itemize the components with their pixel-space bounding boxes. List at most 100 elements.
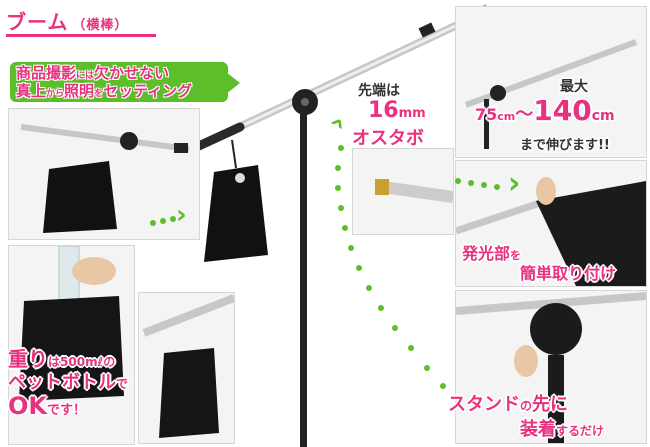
dot [455,178,461,184]
photo-bottle-weight [8,245,135,445]
dot [348,245,354,251]
photo-extension-art [464,39,638,149]
dot [356,265,362,271]
dot [160,218,166,224]
banner-text-2d: を [94,89,104,99]
length-tail: まで伸びます!! [520,138,610,153]
hand [536,177,556,205]
tip-caption-1: 先端は [358,83,400,99]
weight-line-3: OKです！ [8,392,86,420]
weight-text-c: 500mℓ [60,355,104,369]
length-from-unit: cm [497,110,516,123]
length-to: 140 [533,94,592,127]
stand-text-b: の [520,399,533,413]
dot [440,383,446,389]
dot [342,225,348,231]
tip-brass [375,179,389,195]
light-caption-2: 簡単取り付け [520,264,617,283]
photo-bag-hanging [138,292,235,444]
tip-bar [382,181,453,203]
dot [392,325,398,331]
tip-number: 16 [368,98,399,123]
photo-tip-stud [352,148,454,235]
dot [456,398,462,404]
photo-extension [455,6,647,158]
photo-light-mount [455,160,647,287]
clamp-knob [301,98,309,106]
extension-stand [484,99,489,149]
weight-text-g: OK [8,392,47,420]
light-text-b: を [510,249,522,262]
feature-banner [10,62,228,102]
dot [378,305,384,311]
dot [481,182,487,188]
dot [468,180,474,186]
length-from: 75 [475,105,498,124]
banner-arrow [226,72,240,94]
attach-clamp [530,303,582,355]
banner-text-2e: セッティング [103,82,193,100]
banner-line-1: 商品撮影には欠かせない [16,64,169,85]
sandbag [204,165,268,262]
title-underline [6,34,156,37]
dot [408,345,414,351]
weight-text-e: ペットボトル [8,372,116,393]
hanging-bar [142,294,234,337]
title-sub: （横棒） [72,18,129,33]
weight-line-1: 重りは500mℓの [8,343,115,372]
stand-text-d: 装着 [520,419,556,440]
bag-hanging-art [142,294,234,438]
photo-boom-art [20,124,190,233]
dot [335,185,341,191]
dot [366,285,372,291]
dot [424,365,430,371]
bottle-art [19,246,124,401]
length-range: 75cm〜140cm [475,94,615,127]
stand-attach-art [456,292,646,443]
length-label: 最大 [560,79,588,95]
softbox [536,181,646,286]
weight-text-f: で [116,377,129,391]
dot [150,220,156,226]
bottle-sandbag [19,296,124,401]
stand-line-2: 装着するだけ [520,415,604,441]
photo-sandbag [43,161,117,233]
weight-text-d: の [103,355,116,369]
banner-text-1a: 商品撮影 [16,64,77,82]
attach-pole [548,355,564,443]
extension-clamp [490,85,506,101]
stand-text-c: 先に [532,394,569,415]
dot [338,205,344,211]
weight-text-a: 重り [8,347,48,371]
banner-text-1b: には [76,71,95,81]
stand-line-1: スタンドの先に [448,390,568,416]
photo-clamp [120,132,138,150]
light-text-a: 発光部 [462,244,511,263]
stand-pole [300,110,307,447]
banner-text-1c: 欠かせない [94,64,170,82]
attach-hand [514,345,538,377]
dot [338,145,344,151]
photo-bar [20,124,190,152]
hanging-bag [159,348,219,438]
weight-text-h: です！ [47,403,87,418]
weight-text-b: は [48,355,61,369]
length-tilde: 〜 [515,104,534,125]
tip-caption-2: オスタボ [352,128,424,149]
light-caption-1: 発光部を [462,240,521,264]
banner-line-2: 真上から照明をセッティング [16,82,192,103]
boom-collar [418,22,436,38]
stand-text-e: するだけ [556,424,605,438]
dot [335,165,341,171]
dot [494,184,500,190]
title-main: ブーム [6,10,69,34]
dot [170,216,176,222]
photo-stand-attach [455,290,647,444]
tip-stud-art [375,179,453,203]
light-mount-art [456,177,646,286]
page-title: ブーム（横棒） [6,6,128,35]
bottle-hand [72,257,116,285]
stand-text-a: スタンド [448,394,520,415]
sandbag-grommet [233,171,247,185]
tip-size: 16mm [368,98,426,123]
